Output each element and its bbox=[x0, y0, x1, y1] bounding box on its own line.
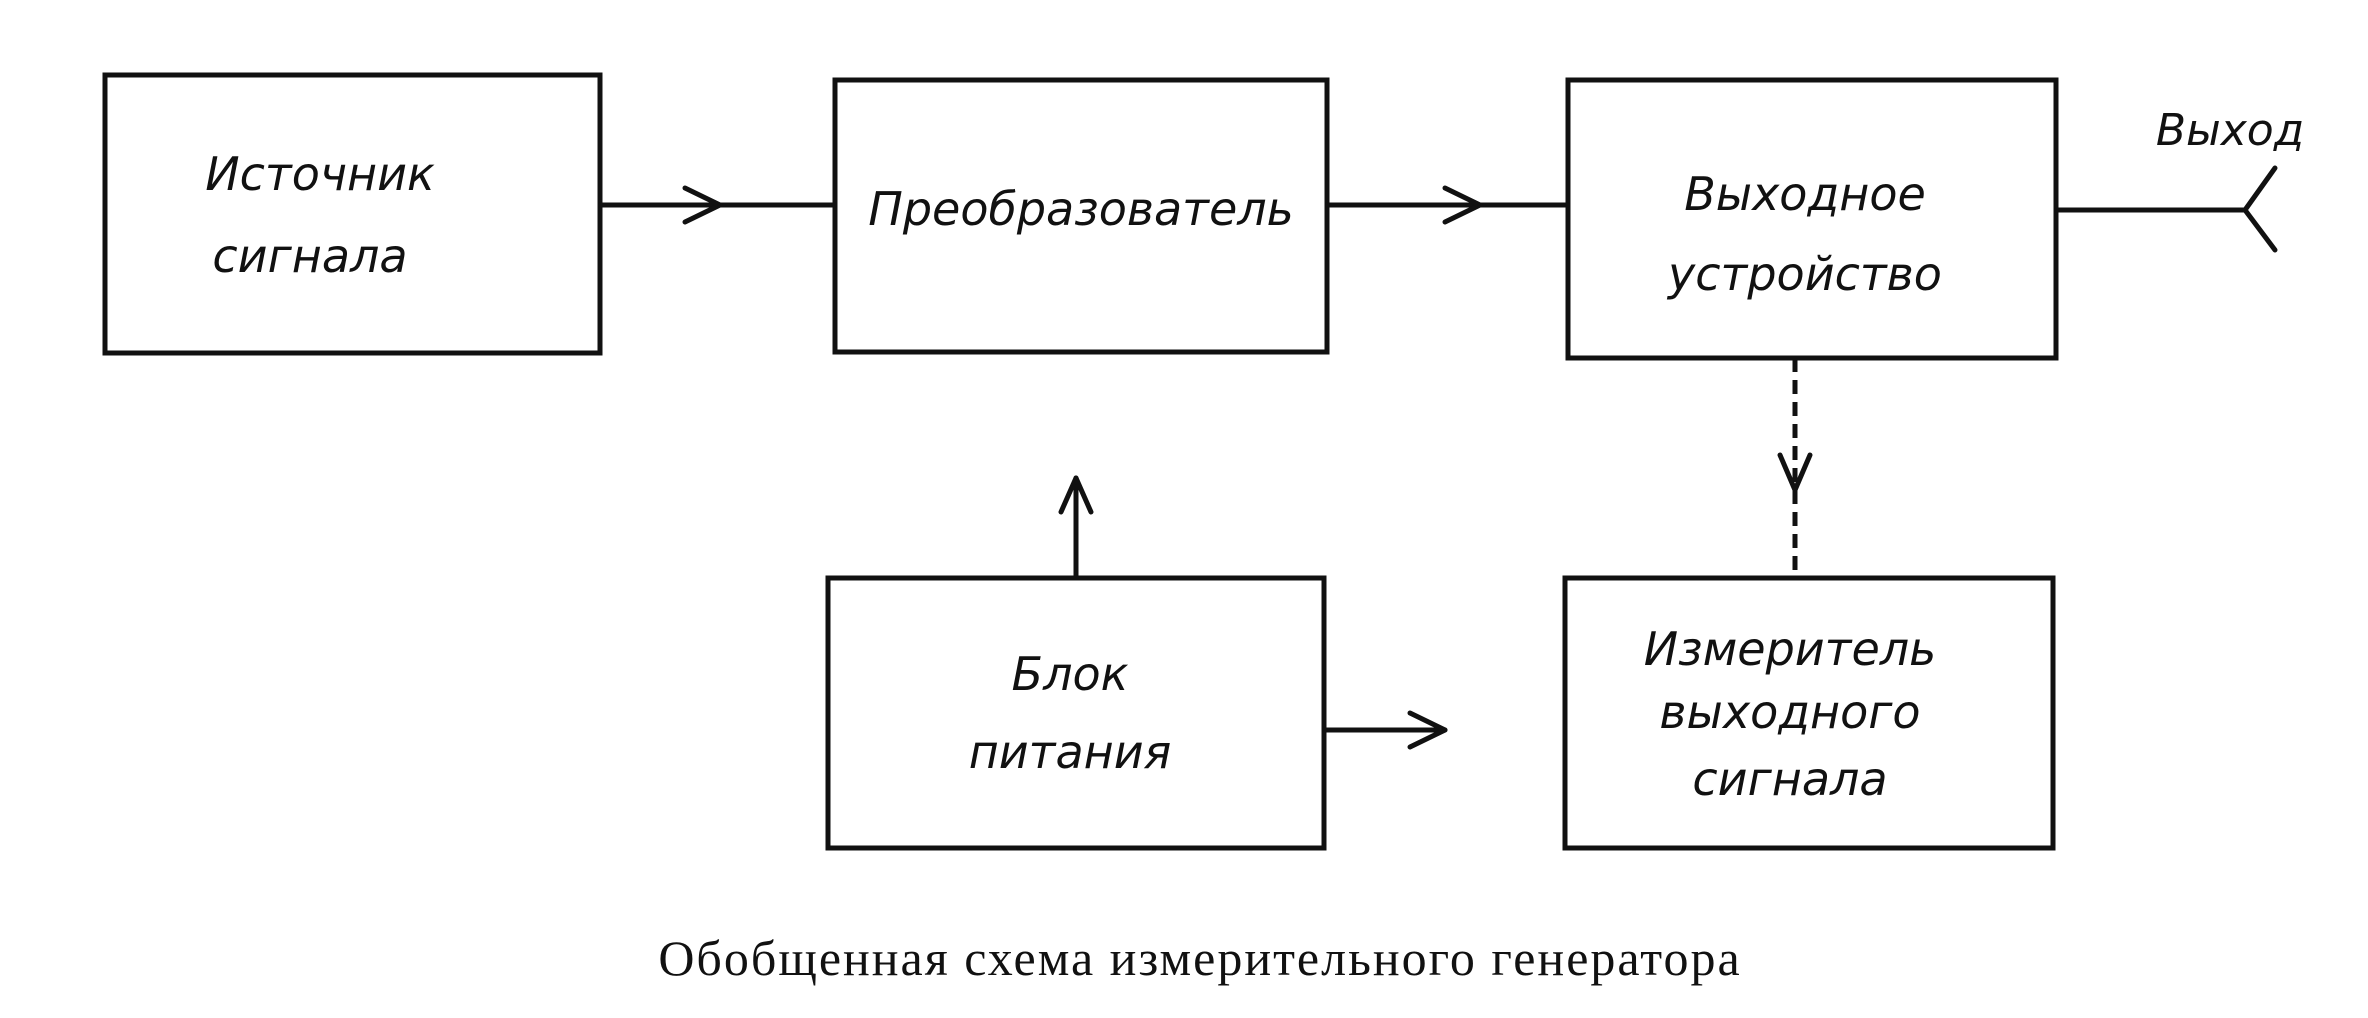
block-converter: Преобразователь bbox=[832, 77, 1330, 355]
block-output-meter: Измеритель выходного сигнала bbox=[1562, 575, 2056, 851]
arrowhead-power-to-converter bbox=[1058, 475, 1094, 515]
block-output-device-label-line1: Выходное bbox=[1684, 167, 1926, 221]
connector-output-device-to-meter bbox=[1777, 358, 1813, 578]
block-power-supply-frame bbox=[825, 575, 1327, 851]
connector-output-terminal bbox=[2053, 165, 2278, 253]
output-label: Выход bbox=[2156, 105, 2304, 156]
connector-power-to-converter bbox=[1058, 475, 1094, 581]
block-output-device-frame bbox=[1565, 77, 2059, 361]
block-output-device: Выходное устройство bbox=[1565, 77, 2059, 361]
output-terminal-icon bbox=[2242, 165, 2278, 253]
connector-converter-to-output-device bbox=[1324, 185, 1571, 225]
block-converter-frame bbox=[832, 77, 1330, 355]
block-output-device-label-line2: устройство bbox=[1666, 247, 1942, 301]
arrowhead-output-device-to-meter bbox=[1777, 452, 1813, 493]
block-output-meter-label-line3: сигнала bbox=[1692, 752, 1887, 806]
arrowhead-converter-to-output-device bbox=[1442, 185, 1483, 225]
block-output-meter-label-line1: Измеритель bbox=[1644, 622, 1937, 676]
arrowhead-source-to-converter bbox=[682, 185, 723, 225]
diagram-caption: Обобщенная схема измерительного генерато… bbox=[658, 930, 1741, 986]
block-power-supply: Блок питания bbox=[825, 575, 1327, 851]
arrowhead-power-to-meter bbox=[1407, 710, 1448, 750]
block-power-supply-label-line2: питания bbox=[969, 725, 1172, 779]
block-output-meter-frame bbox=[1562, 575, 2056, 851]
block-signal-source-frame bbox=[102, 72, 603, 356]
block-signal-source-label-line1: Источник bbox=[205, 147, 435, 201]
block-converter-label: Преобразователь bbox=[868, 182, 1294, 236]
block-signal-source-label-line2: сигнала bbox=[212, 229, 407, 283]
block-output-meter-label-line2: выходного bbox=[1659, 685, 1920, 739]
block-signal-source: Источник сигнала bbox=[102, 72, 603, 356]
block-power-supply-label-line1: Блок bbox=[1012, 647, 1129, 701]
connector-power-to-meter bbox=[1321, 710, 1448, 750]
connector-source-to-converter bbox=[597, 185, 838, 225]
